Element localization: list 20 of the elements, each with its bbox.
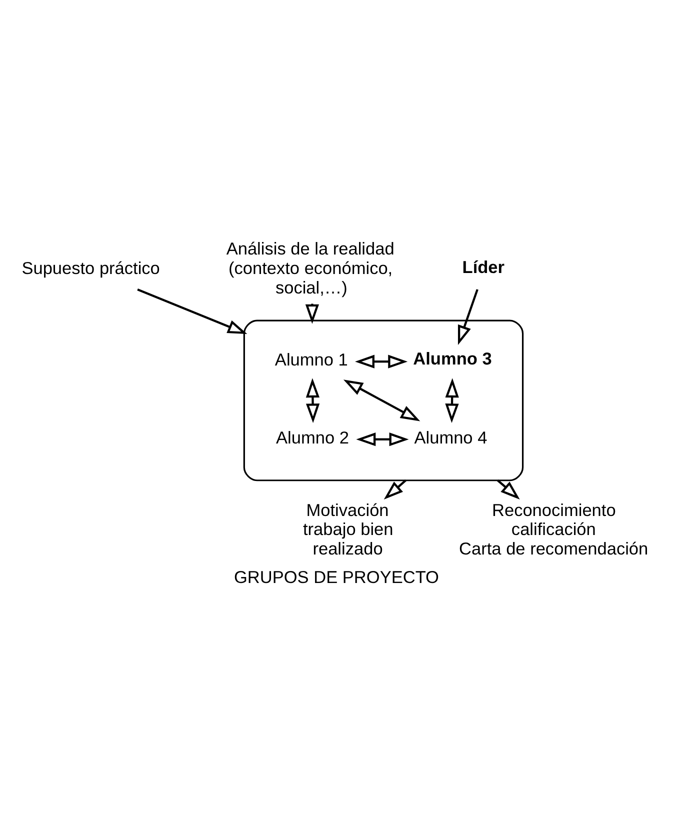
node-text: Líder xyxy=(462,256,505,277)
arrow xyxy=(355,354,408,368)
arrow xyxy=(137,288,248,334)
node-text: Motivación trabajo bien realizado xyxy=(303,500,394,559)
arrow xyxy=(458,289,478,346)
node-text: Alumno 3 xyxy=(413,348,492,369)
node-text: Alumno 1 xyxy=(274,350,348,370)
arrow xyxy=(497,480,520,500)
arrow xyxy=(343,380,420,422)
caption: GRUPOS DE PROYECTO xyxy=(234,566,439,587)
arrow xyxy=(384,480,406,500)
arrow xyxy=(356,432,409,446)
node-text: Análisis de la realidad (contexto económico, social,…) xyxy=(226,238,394,298)
node-text: Reconocimiento calificación Carta de recomendación xyxy=(459,500,648,559)
node-text: Supuesto práctico xyxy=(22,258,160,278)
node-text: Alumno 4 xyxy=(414,427,488,448)
arrow xyxy=(306,378,320,424)
arrow xyxy=(445,378,459,424)
cluster xyxy=(243,320,524,482)
node-text: Alumno 2 xyxy=(276,427,349,448)
